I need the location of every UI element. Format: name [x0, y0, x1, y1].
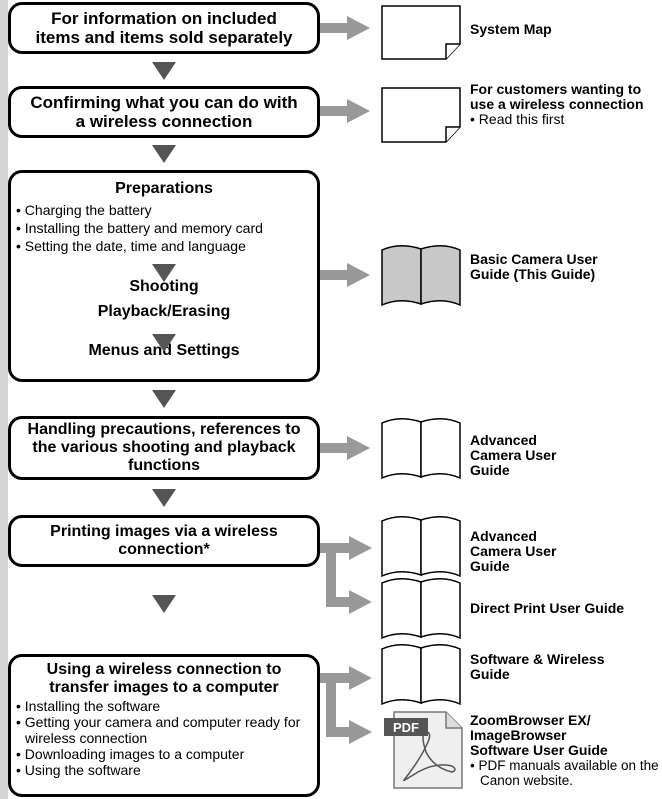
transfer-title: Using a wireless connection to transfer … — [46, 661, 282, 696]
box-confirm-wireless: Confirming what you can do with a wirele… — [8, 86, 320, 138]
right-arrow-3 — [320, 263, 370, 287]
book-icon-advanced-2 — [381, 516, 461, 578]
right-arrow-5a — [336, 536, 372, 560]
right-arrow-1 — [320, 16, 370, 40]
label-software-wireless: Software & Wireless Guide — [470, 651, 605, 682]
right-arrow-4 — [320, 436, 370, 460]
page-icon-system-map — [381, 5, 461, 60]
connector-print-vertical — [326, 543, 336, 607]
label-system-map: System Map — [470, 21, 552, 37]
box-included-items-text: For information on included items and it… — [35, 9, 293, 47]
transfer-bullet-2: • Getting your camera and computer ready… — [16, 714, 301, 746]
right-arrow-6a — [336, 666, 372, 690]
right-arrow-5b — [336, 590, 372, 614]
pdf-icon: PDF — [384, 711, 463, 789]
box-confirm-wireless-text: Confirming what you can do with a wirele… — [30, 93, 298, 131]
down-arrow-2 — [152, 145, 176, 163]
prep-playback: Playback/Erasing — [97, 303, 231, 320]
pdf-icon-label: PDF — [393, 720, 419, 735]
label-advanced-1: Advanced Camera User Guide — [470, 432, 557, 478]
box-included-items: For information on included items and it… — [8, 2, 320, 54]
preparations-title: Preparations — [115, 180, 213, 197]
book-icon-advanced-1 — [381, 418, 461, 480]
label-direct-print: Direct Print User Guide — [470, 600, 625, 616]
box-handling: Handling precautions, references to the … — [8, 416, 320, 480]
right-arrow-2 — [320, 99, 370, 123]
transfer-bullet-4: • Using the software — [16, 762, 141, 778]
prep-arrow-2 — [152, 334, 176, 352]
prep-arrow-1 — [152, 264, 176, 282]
box-printing-text: Printing images via a wireless connectio… — [50, 523, 278, 558]
box-transfer: Using a wireless connection to transfer … — [8, 654, 320, 797]
label-basic-guide: Basic Camera User Guide (This Guide) — [470, 251, 598, 282]
right-arrow-6b — [336, 720, 372, 744]
book-icon-direct-print — [381, 578, 461, 640]
transfer-bullet-1: • Installing the software — [16, 698, 161, 714]
book-icon-basic — [381, 245, 461, 307]
prep-bullet-1: • Charging the battery — [16, 202, 152, 218]
book-icon-software-wireless — [381, 644, 461, 706]
prep-shooting: Shooting — [129, 278, 199, 295]
label-wireless-first: For customers wanting to use a wireless … — [470, 81, 644, 127]
box-printing: Printing images via a wireless connectio… — [8, 515, 320, 567]
label-advanced-2: Advanced Camera User Guide — [470, 528, 557, 574]
down-arrow-4 — [152, 489, 176, 507]
label-zoombrowser: ZoomBrowser EX/ ImageBrowser Software Us… — [470, 712, 659, 789]
down-arrow-3 — [152, 390, 176, 408]
prep-bullet-2: • Installing the battery and memory card — [16, 220, 263, 236]
transfer-bullet-3: • Downloading images to a computer — [16, 746, 245, 762]
page-icon-wireless — [381, 87, 461, 143]
box-handling-text: Handling precautions, references to the … — [27, 421, 301, 474]
connector-transfer-vertical — [326, 673, 336, 737]
down-arrow-5 — [152, 595, 176, 613]
sidebar-band — [0, 0, 8, 799]
prep-bullet-3: • Setting the date, time and language — [16, 238, 246, 254]
down-arrow-1 — [152, 62, 176, 80]
